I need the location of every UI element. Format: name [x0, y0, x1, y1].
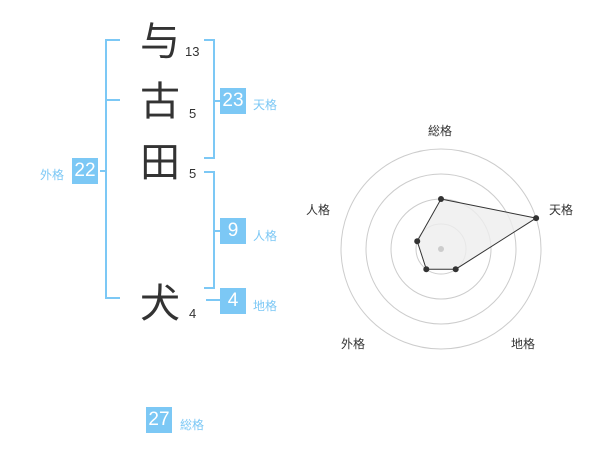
radar-ring-3 — [365, 173, 517, 325]
gaikaku-bracket — [105, 39, 120, 299]
name-char-4: 犬 — [140, 281, 180, 327]
gaikaku-value: 22 — [72, 158, 98, 184]
name-char-2: 古 — [140, 79, 180, 125]
tenkaku-label: 天格 — [253, 98, 278, 112]
radar-polygon — [416, 198, 538, 270]
radar-point-1 — [438, 196, 444, 202]
chikaku-value: 4 — [220, 288, 246, 314]
stroke-count-1: 13 — [185, 44, 200, 59]
name-char-1: 与 — [140, 19, 180, 65]
radar-point-3 — [452, 266, 459, 273]
radar-label-jinkaku: 人格 — [306, 203, 331, 217]
radar-label-soukaku: 総格 — [428, 124, 453, 138]
tenkaku-value: 23 — [220, 88, 246, 114]
soukaku-value: 27 — [146, 407, 172, 433]
jinkaku-label: 人格 — [253, 229, 278, 243]
radar-point-4 — [423, 266, 430, 273]
radar-label-tenkaku: 天格 — [549, 203, 574, 217]
radar-point-5 — [414, 238, 421, 245]
gaikaku-label: 外格 — [40, 168, 65, 182]
radar-label-chikaku: 地格 — [511, 337, 536, 351]
stroke-count-4: 4 — [189, 306, 197, 321]
chikaku-label: 地格 — [253, 299, 278, 313]
stroke-count-2: 5 — [189, 106, 197, 121]
stroke-count-3: 5 — [189, 166, 197, 181]
radar-ring-4 — [340, 148, 542, 350]
radar-center-dot — [438, 246, 444, 252]
radar-label-gaikaku: 外格 — [341, 337, 366, 351]
name-char-3: 田 — [140, 140, 180, 186]
soukaku-label: 総格 — [180, 418, 205, 432]
jinkaku-value: 9 — [220, 218, 246, 244]
tenkaku-bracket — [204, 39, 215, 159]
radar-point-2 — [533, 215, 540, 222]
